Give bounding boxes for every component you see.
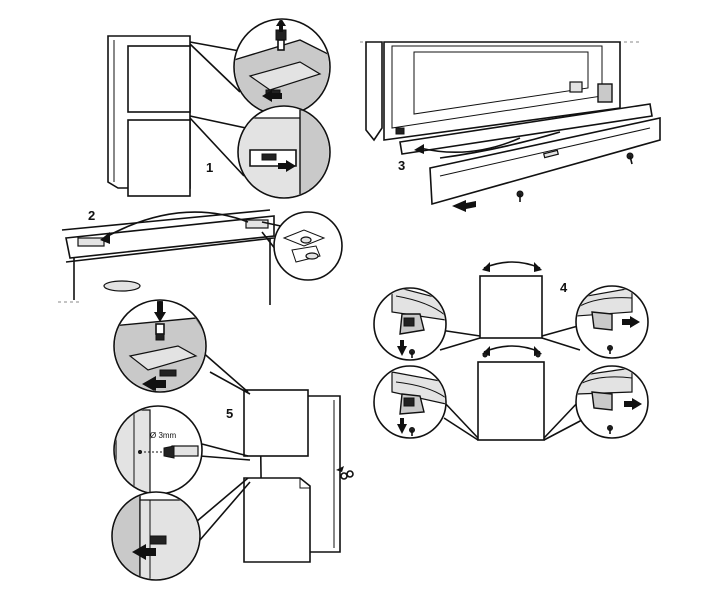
right-arrow-icon <box>622 316 640 328</box>
right-arrow-icon <box>452 200 476 212</box>
hinge-pin-detail <box>273 211 343 281</box>
upper-door <box>127 45 191 113</box>
up-arrow-icon <box>397 340 407 356</box>
step-2-number: 2 <box>88 208 95 223</box>
step-3-number: 3 <box>398 158 405 173</box>
step-5-number: 5 <box>226 406 233 421</box>
foot-detail-bottom-right <box>575 365 649 439</box>
drill-hole-detail: Ø 3mm <box>113 405 203 495</box>
step-5-panel: 5 <box>111 299 354 581</box>
plinth-strip <box>399 103 653 155</box>
screw-icon <box>409 349 415 358</box>
screw-icon <box>626 152 634 165</box>
screw-icon <box>516 190 524 202</box>
screw-icon <box>607 425 613 434</box>
upper-door-reassembled <box>243 389 309 457</box>
bottom-hinge-bracket <box>597 83 613 103</box>
step-4-number: 4 <box>560 280 568 295</box>
fridge-side <box>365 41 383 142</box>
lower-door-swap <box>477 361 545 441</box>
up-arrow-icon <box>397 418 407 434</box>
door-top-edge <box>65 215 275 259</box>
left-arrow-icon <box>142 376 166 391</box>
step-1-panel: 1 <box>107 18 331 199</box>
left-arrow-icon <box>262 90 282 102</box>
screw-icon <box>607 345 613 354</box>
upper-door-swap <box>479 275 543 339</box>
step-4-panel: 4 <box>373 261 649 441</box>
right-arrow-icon <box>278 160 296 172</box>
foot-detail-top-right <box>575 285 649 359</box>
door-handle-recess <box>103 280 141 292</box>
hinge-slot-right <box>245 219 269 229</box>
up-arrow-icon <box>276 20 286 32</box>
foot-detail-bottom-left <box>373 365 447 439</box>
lower-door <box>127 119 191 197</box>
screw-icon <box>336 466 354 480</box>
bottom-hinge-reinstall-detail <box>111 491 201 581</box>
hole-diameter-label: Ø 3mm <box>150 431 177 440</box>
foot-detail-top-left <box>373 287 447 361</box>
screw-icon <box>409 427 415 436</box>
top-hinge-detail <box>233 18 331 116</box>
left-arrow-icon <box>132 544 156 560</box>
right-arrow-icon <box>624 398 642 410</box>
step-2-panel: 2 <box>58 208 343 305</box>
step-3-panel: 3 <box>360 41 661 212</box>
hinge-slot-left <box>77 237 105 247</box>
middle-hinge-detail <box>237 105 331 199</box>
step-1-number: 1 <box>206 160 213 175</box>
down-arrow-icon <box>154 301 166 322</box>
plinth-cover <box>429 117 661 206</box>
lower-door-reassembled <box>243 477 311 563</box>
top-hinge-reinstall-detail <box>113 299 207 393</box>
